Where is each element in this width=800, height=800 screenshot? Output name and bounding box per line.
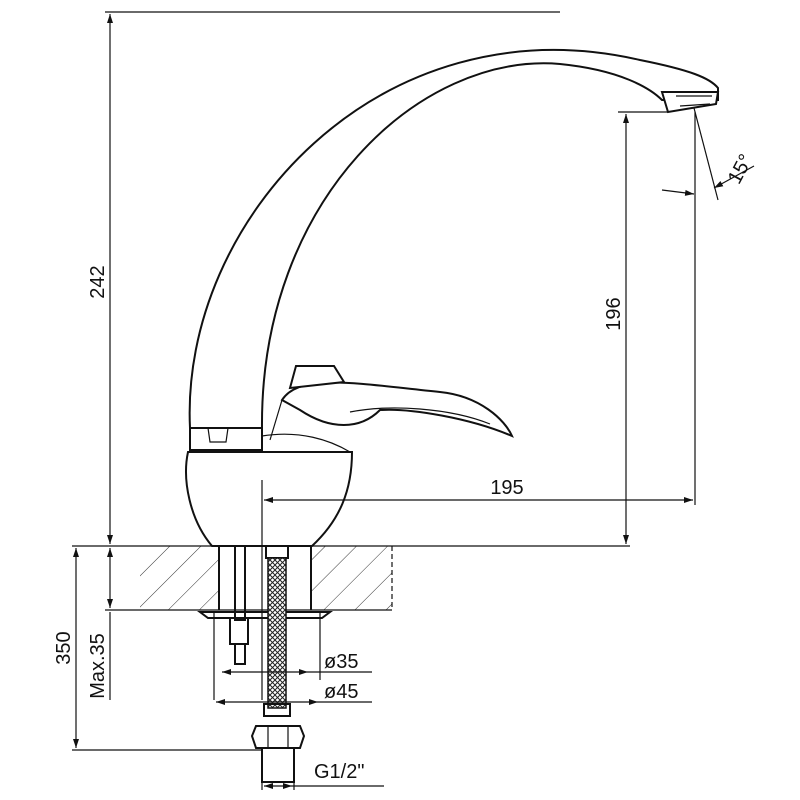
- dimension-label-thread: G1/2": [314, 761, 364, 783]
- dimension-spout-reach: 195: [264, 477, 693, 503]
- dimension-label-max35: Max.35: [87, 633, 109, 699]
- dimension-hose-length: 350: [53, 548, 79, 748]
- flexible-hose: [250, 539, 306, 783]
- dimension-label-195: 195: [490, 477, 523, 499]
- dimension-label-242: 242: [87, 265, 109, 298]
- dimension-label-15deg: 15°: [724, 151, 758, 188]
- dimension-thread: G1/2": [264, 761, 384, 789]
- dimension-label-phi35: ø35: [324, 651, 358, 673]
- dimension-hole-45: ø45: [216, 681, 372, 705]
- dimension-label-phi45: ø45: [324, 681, 358, 703]
- dimension-hole-35: ø35: [222, 651, 372, 675]
- lever-handle: [261, 365, 514, 453]
- faucet-body: [185, 427, 354, 547]
- dimension-label-196: 196: [603, 297, 625, 330]
- extension-lines: [72, 11, 719, 790]
- mounting-stud: [229, 539, 249, 665]
- dimension-max-thickness: Max.35: [87, 548, 113, 700]
- dimension-spout-height: 196: [603, 114, 629, 544]
- dimension-label-350: 350: [53, 631, 75, 664]
- spout: [188, 48, 720, 429]
- dimension-spout-angle: 15°: [661, 151, 758, 196]
- countertop: [72, 545, 393, 611]
- dimension-total-height: 242: [87, 13, 113, 544]
